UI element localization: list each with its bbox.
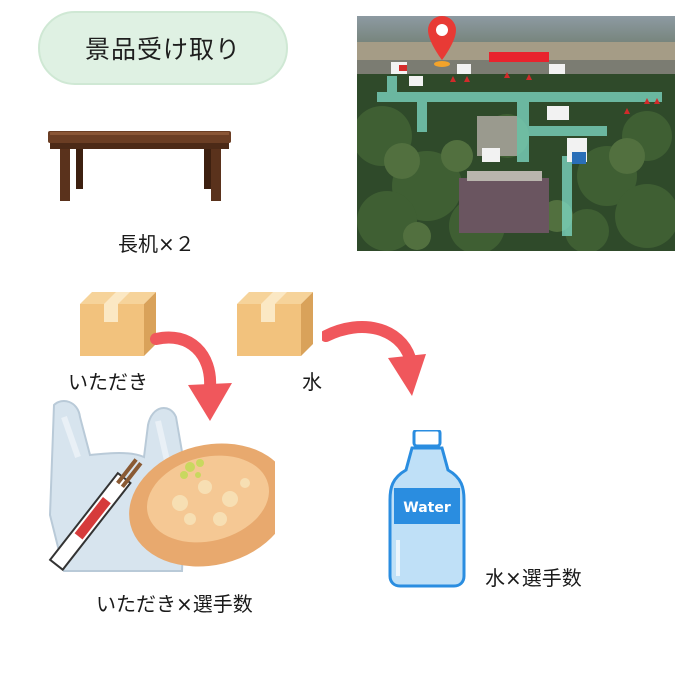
snack-quantity-label: いただき×選手数 <box>96 592 253 616</box>
snack-bag-illustration <box>48 400 275 572</box>
bottle-brand-text: Water <box>403 500 451 516</box>
box-snack-label: いただき <box>68 370 148 394</box>
box-water-label: 水 <box>302 370 322 394</box>
cardboard-box-icon <box>80 292 156 356</box>
cardboard-box-icon <box>237 292 313 356</box>
water-bottle-icon: Water <box>388 430 466 588</box>
curved-arrow-icon <box>150 331 232 421</box>
venue-map-image <box>357 16 675 251</box>
table-label: 長机×２ <box>118 232 195 256</box>
long-table-icon <box>48 131 231 201</box>
water-quantity-label: 水×選手数 <box>485 566 582 590</box>
page-title-text: 景品受け取り <box>84 35 241 64</box>
curved-arrow-icon <box>322 321 426 396</box>
page-title: 景品受け取り <box>38 11 288 85</box>
